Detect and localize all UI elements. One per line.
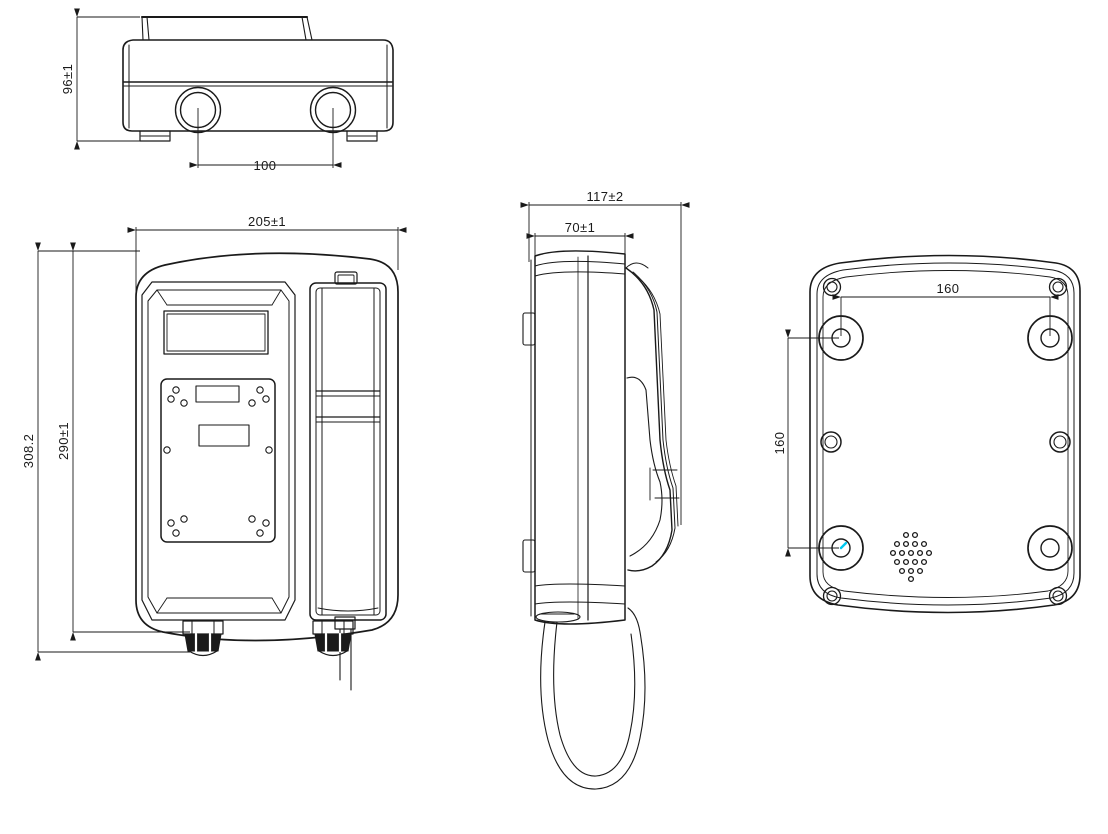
top-view-handset bbox=[140, 15, 313, 41]
dim-rear-hole-spacing-v bbox=[785, 329, 839, 557]
rear-view-shell bbox=[809, 254, 1081, 614]
side-view-body bbox=[522, 250, 626, 625]
front-view-recess bbox=[141, 281, 296, 621]
side-view bbox=[522, 250, 680, 790]
rear-view-corner-holes bbox=[822, 277, 1068, 606]
dim-side-overall-depth bbox=[520, 202, 690, 525]
cable-gland-right bbox=[312, 620, 354, 657]
boss-centre-marker bbox=[839, 541, 848, 550]
dim-side-body-depth bbox=[526, 233, 634, 258]
dim-label-rear-hole-spacing-v: 160 bbox=[772, 432, 787, 455]
dim-top-height bbox=[74, 8, 140, 150]
dim-front-body-height bbox=[70, 242, 190, 641]
dim-label-top-hole-spacing: 100 bbox=[254, 158, 277, 173]
top-view bbox=[122, 15, 394, 142]
front-view-cable-glands bbox=[182, 620, 354, 657]
front-view-display bbox=[163, 310, 269, 355]
dim-label-side-body-depth: 70±1 bbox=[565, 220, 595, 235]
side-view-handset bbox=[625, 262, 680, 572]
dim-top-hole-spacing bbox=[189, 108, 342, 168]
dim-front-width bbox=[127, 227, 407, 300]
dim-label-top-height: 96±1 bbox=[60, 64, 75, 94]
front-view-faceplate bbox=[160, 378, 276, 543]
side-view-cord-loop bbox=[540, 607, 646, 790]
dim-rear-hole-spacing-h bbox=[832, 294, 1059, 336]
dim-label-rear-hole-spacing-h: 160 bbox=[937, 281, 960, 296]
cable-gland-left bbox=[182, 620, 224, 657]
front-view bbox=[135, 252, 399, 691]
front-view-housing bbox=[135, 252, 399, 642]
front-view-handset bbox=[309, 271, 387, 691]
dim-label-front-width: 205±1 bbox=[248, 214, 286, 229]
dim-label-front-overall-height: 308.2 bbox=[21, 434, 36, 469]
top-view-body bbox=[122, 39, 394, 132]
rear-view-mid-holes bbox=[820, 431, 1071, 453]
top-view-feet bbox=[139, 130, 378, 142]
dim-label-side-overall-depth: 117±2 bbox=[586, 189, 623, 204]
dim-label-front-body-height: 290±1 bbox=[56, 422, 71, 460]
